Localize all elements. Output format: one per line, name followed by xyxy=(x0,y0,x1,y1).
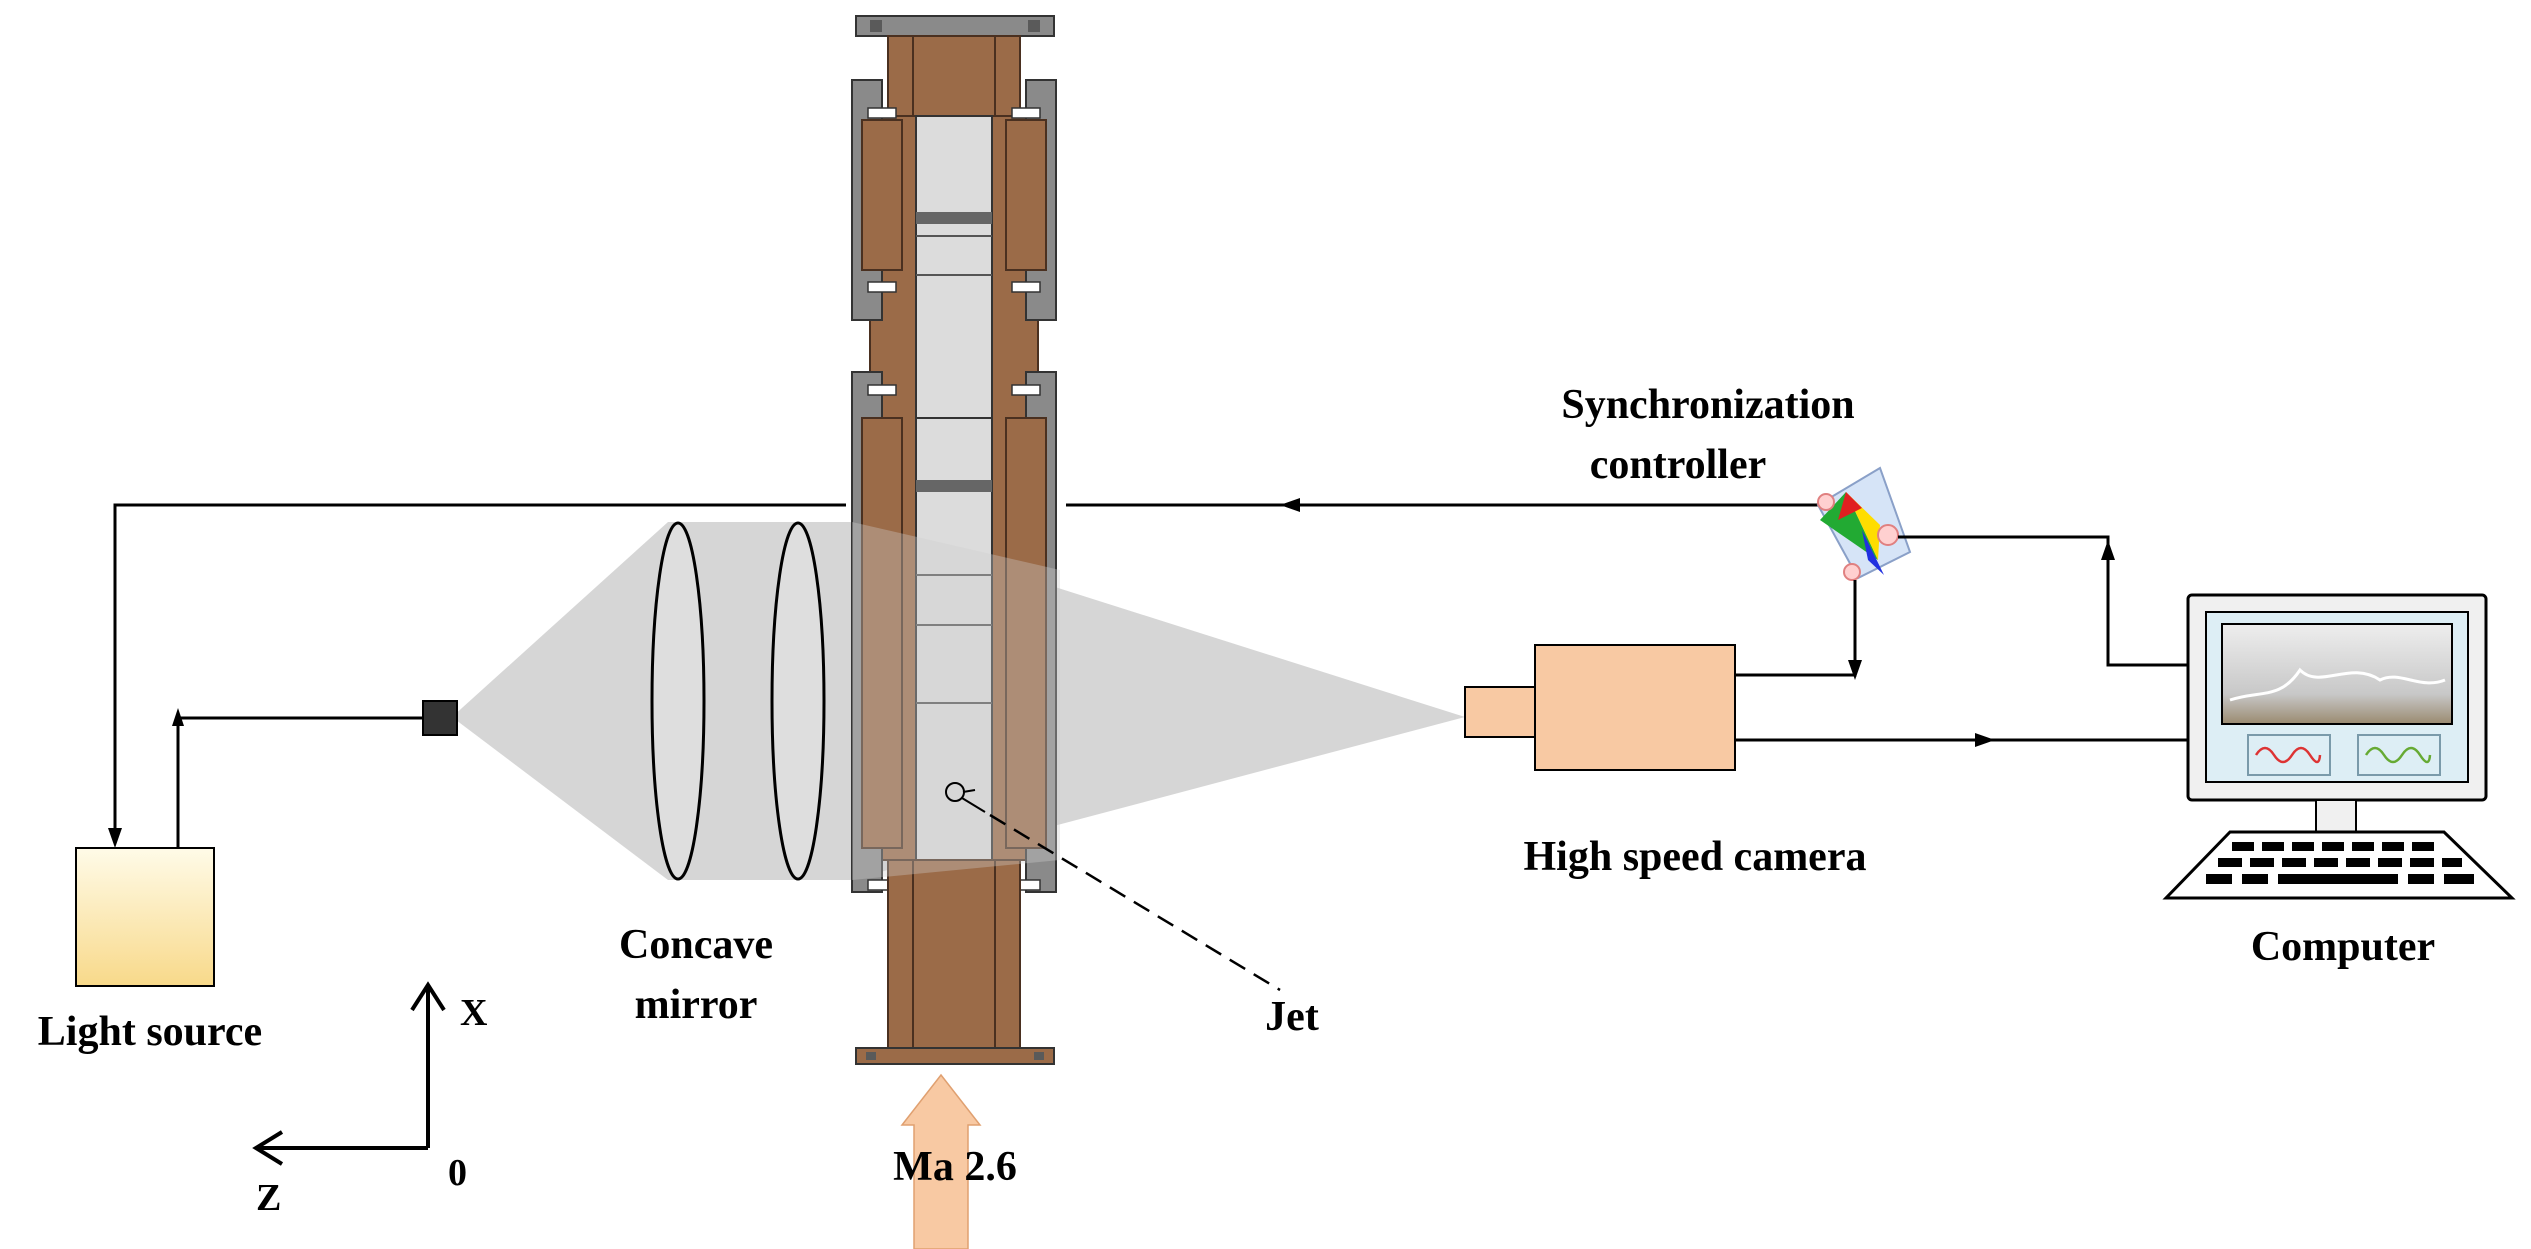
concave-mirror-label-2: mirror xyxy=(635,982,758,1028)
prism-controller-icon xyxy=(1816,466,1912,581)
camera-trigger-arrow-icon xyxy=(1848,660,1862,680)
fiber-line xyxy=(176,716,423,848)
trigger-arrow-left-icon xyxy=(1280,498,1300,512)
axis-origin-label: 0 xyxy=(448,1152,467,1194)
inflow-arrow xyxy=(900,1073,982,1249)
wind-tunnel xyxy=(851,15,1057,1065)
concave-mirror-label: Concave xyxy=(619,922,773,968)
sync-controller-label: Synchronization xyxy=(1561,382,1854,428)
controller-camera-line xyxy=(1734,580,1857,677)
light-source xyxy=(75,847,215,987)
concave-mirror xyxy=(650,521,826,881)
beam-through-tunnel xyxy=(852,522,1060,880)
pinhole-square-icon xyxy=(422,700,458,736)
controller-computer-line xyxy=(1898,535,2188,667)
trigger-line-light xyxy=(113,503,846,842)
high-speed-camera xyxy=(1464,644,1736,771)
jet-label: Jet xyxy=(1265,994,1319,1040)
mach-label: Ma 2.6 xyxy=(893,1144,1017,1190)
coordinate-axes xyxy=(252,981,446,1166)
axis-x-label: X xyxy=(460,992,487,1034)
trigger-arrow-down-icon xyxy=(108,828,122,848)
computer-label: Computer xyxy=(2251,924,2435,970)
light-source-label: Light source xyxy=(38,1009,262,1055)
axis-z-label: Z xyxy=(256,1177,281,1219)
camera-label: High speed camera xyxy=(1524,834,1867,880)
controller-arrow-up-icon xyxy=(2101,540,2115,560)
sync-controller-label-2: controller xyxy=(1590,442,1767,488)
fiber-arrow-icon xyxy=(172,708,184,726)
jet-marker xyxy=(945,782,1281,992)
data-arrow-right-icon xyxy=(1975,733,1995,747)
desktop-computer-icon xyxy=(2162,593,2516,900)
